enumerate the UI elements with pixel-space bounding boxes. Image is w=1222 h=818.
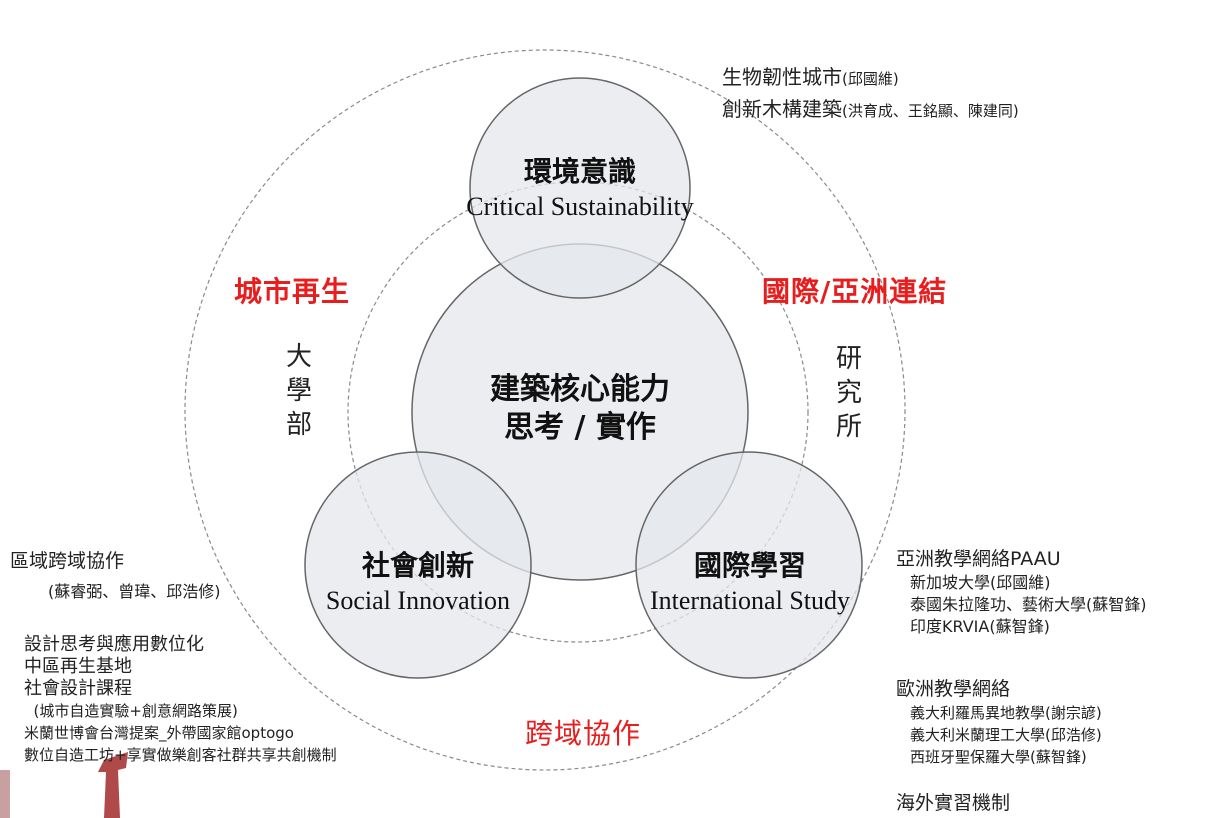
list-item: 義大利米蘭理工大學(邱浩修) bbox=[910, 726, 1102, 744]
list-item: 西班牙聖保羅大學(蘇智鋒) bbox=[910, 748, 1087, 766]
note-asia-title: 亞洲教學網絡PAAU bbox=[896, 548, 1061, 570]
top-circle-title: 環境意識 bbox=[523, 155, 636, 188]
left-circle bbox=[304, 451, 532, 679]
vertical-label-undergrad: 大 學 部 bbox=[285, 342, 312, 440]
note-top-right: 生物韌性城市(邱國維) 創新木構建築(洪育成、王銘顯、陳建同) bbox=[722, 62, 1019, 126]
left-circle-title: 社會創新 bbox=[361, 549, 474, 582]
note-timber: 創新木構建築 bbox=[722, 97, 842, 121]
top-circle bbox=[469, 77, 691, 299]
list-item: 泰國朱拉隆功、藝術大學(蘇智鋒) bbox=[910, 595, 1147, 614]
right-circle-title: 國際學習 bbox=[693, 549, 806, 582]
label-urban-regeneration: 城市再生 bbox=[234, 275, 351, 308]
right-circle bbox=[635, 451, 863, 679]
note-bio-city: 生物韌性城市 bbox=[722, 65, 842, 89]
list-item: 印度KRVIA(蘇智鋒) bbox=[910, 617, 1050, 636]
note-asia: 亞洲教學網絡PAAU 新加坡大學(邱國維) 泰國朱拉隆功、藝術大學(蘇智鋒) 印… bbox=[896, 546, 1147, 638]
left-circle-subtitle: Social Innovation bbox=[325, 586, 511, 615]
outer-ring bbox=[184, 49, 906, 771]
vertical-label-graduate: 研 究 所 bbox=[835, 344, 862, 442]
core-title: 建築核心能力 思考 / 實作 bbox=[440, 371, 720, 447]
note-bio-city-people: (邱國維) bbox=[842, 70, 899, 88]
note-region-title: 區域跨域協作 bbox=[10, 550, 125, 572]
list-item: 新加坡大學(邱國維) bbox=[910, 573, 1051, 592]
note-timber-people: (洪育成、王銘顯、陳建同) bbox=[842, 102, 1019, 120]
core-line2: 思考 / 實作 bbox=[504, 410, 656, 445]
top-circle-subtitle: Critical Sustainability bbox=[466, 192, 694, 221]
note-region-people: (蘇睿弼、曾瑋、邱浩修) bbox=[48, 582, 221, 601]
middle-ring bbox=[347, 181, 809, 643]
logo-mark bbox=[0, 752, 128, 818]
note-europe: 歐洲教學網絡 義大利羅馬異地教學(謝宗諺) 義大利米蘭理工大學(邱浩修) 西班牙… bbox=[896, 676, 1102, 768]
right-circle-subtitle: International Study bbox=[649, 586, 850, 615]
list-item: 義大利羅馬異地教學(謝宗諺) bbox=[910, 704, 1102, 722]
label-international-asia: 國際/亞洲連結 bbox=[762, 275, 948, 308]
list-item: 數位自造工坊+享實做樂創客社群共享共創機制 bbox=[24, 746, 337, 764]
list-item: 米蘭世博會台灣提案_外帶國家館optogo bbox=[24, 724, 294, 742]
list-item: 設計思考與應用數位化 bbox=[24, 634, 204, 655]
note-overseas: 海外實習機制 bbox=[896, 792, 1011, 814]
note-left-list: 設計思考與應用數位化 中區再生基地 社會設計課程 (城市自造實驗+創意網路策展)… bbox=[24, 634, 337, 766]
note-europe-title: 歐洲教學網絡 bbox=[896, 678, 1011, 700]
core-line1: 建築核心能力 bbox=[490, 372, 670, 407]
list-item: (城市自造實驗+創意網路策展) bbox=[24, 702, 238, 720]
label-cross-domain: 跨域協作 bbox=[525, 717, 642, 750]
list-item: 中區再生基地 bbox=[24, 656, 132, 677]
list-item: 社會設計課程 bbox=[24, 678, 132, 699]
